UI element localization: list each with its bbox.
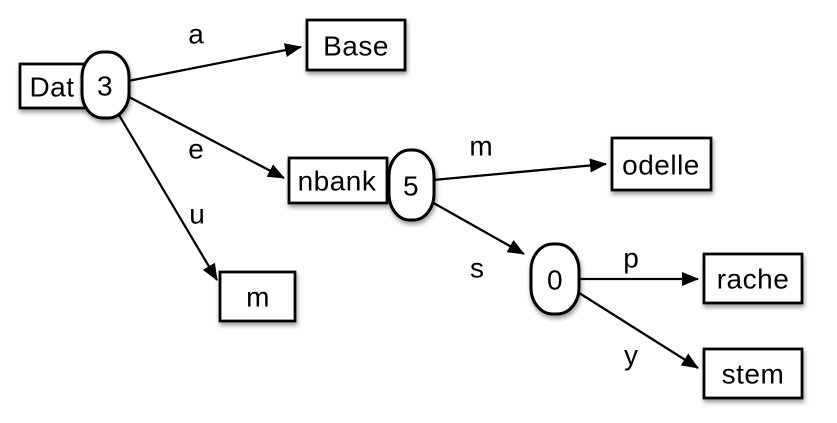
node-count-5-label: 5 — [403, 171, 419, 202]
node-stem: stem — [702, 347, 804, 400]
node-count-3: 3 — [80, 50, 131, 120]
edge-label-m: m — [469, 131, 492, 162]
node-base-label: Base — [323, 31, 389, 62]
node-odelle-box — [610, 136, 713, 192]
node-count-5: 5 — [387, 148, 436, 222]
node-m-label: m — [246, 282, 270, 313]
node-dat-box — [18, 62, 87, 110]
node-base-box — [305, 18, 407, 72]
edge-e-line — [128, 96, 285, 179]
node-nbank-box — [287, 156, 389, 205]
edge-label-y: y — [624, 340, 638, 371]
edge-s-line — [429, 200, 525, 255]
edge-u-line — [118, 114, 218, 281]
node-dat-label: Dat — [29, 72, 74, 103]
node-m-box — [218, 270, 297, 323]
node-rache: rache — [702, 252, 804, 305]
node-m: m — [218, 270, 297, 323]
node-dat: Dat — [18, 62, 87, 110]
edge-label-e: e — [188, 134, 204, 165]
edge-m-line — [432, 158, 607, 182]
node-nbank-label: nbank — [298, 166, 377, 197]
node-stem-label: stem — [722, 359, 785, 390]
node-count-3-label: 3 — [97, 71, 113, 102]
edge-labels: a e u m s p y — [188, 19, 639, 371]
node-odelle: odelle — [610, 136, 713, 192]
node-nbank: nbank — [287, 156, 389, 205]
edge-a-line — [127, 43, 302, 83]
node-rache-box — [702, 252, 804, 305]
edge-label-s: s — [470, 253, 484, 284]
edges — [118, 43, 699, 369]
edge-label-p: p — [623, 243, 639, 274]
node-count-0: 0 — [529, 242, 581, 316]
node-rache-label: rache — [717, 264, 790, 295]
node-base: Base — [305, 18, 407, 72]
node-count-0-capsule — [529, 242, 581, 316]
edge-label-a: a — [188, 19, 204, 50]
node-count-3-capsule — [80, 50, 131, 120]
node-count-5-capsule — [387, 148, 436, 222]
node-stem-box — [702, 347, 804, 400]
edge-label-u: u — [189, 199, 205, 230]
edge-y-line — [575, 290, 699, 369]
node-count-0-label: 0 — [547, 265, 563, 296]
node-odelle-label: odelle — [622, 150, 700, 181]
